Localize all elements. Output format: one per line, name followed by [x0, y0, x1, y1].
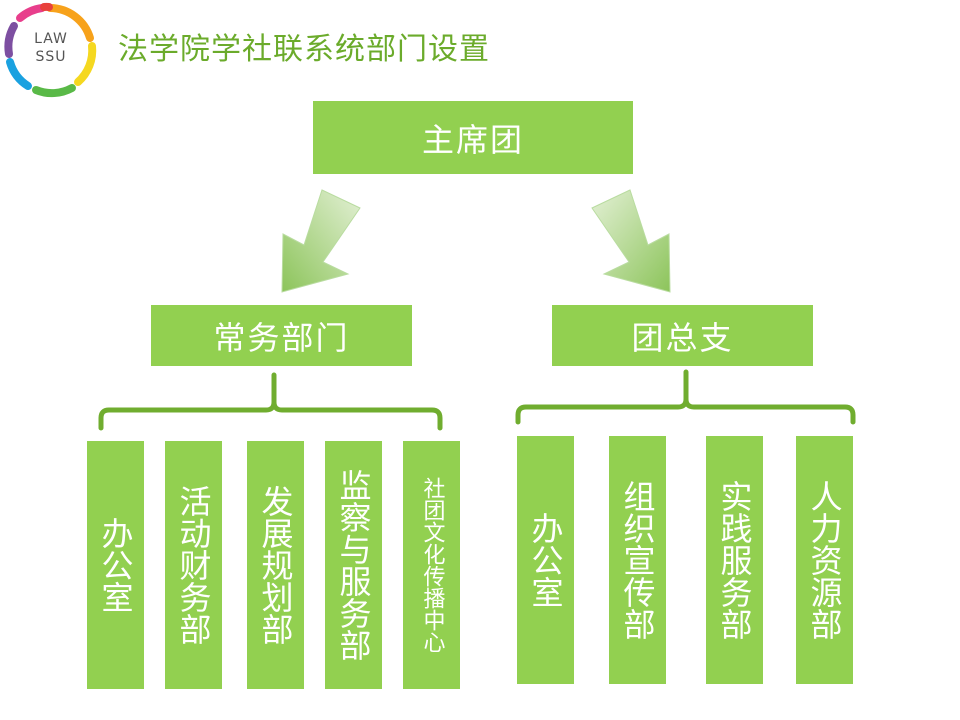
node-branch-standing: 常务部门	[151, 305, 412, 366]
node-league-practice: 实践服务部	[706, 436, 763, 684]
node-league-office: 办公室	[517, 436, 574, 684]
node-league-hr: 人力资源部	[796, 436, 853, 684]
page-title: 法学院学社联系统部门设置	[118, 32, 490, 67]
logo-line-1: LAW	[34, 31, 68, 47]
logo-line-2: SSU	[35, 49, 67, 65]
node-standing-office: 办公室	[87, 441, 144, 689]
arrow-right	[591, 189, 671, 293]
node-standing-development: 发展规划部	[247, 441, 304, 689]
node-league-organization: 组织宣传部	[609, 436, 666, 684]
logo-text: LAW SSU	[20, 30, 82, 66]
node-standing-activity-finance: 活动财务部	[165, 441, 222, 689]
node-branch-league: 团总支	[552, 305, 813, 366]
bracket-right	[515, 369, 856, 425]
node-standing-culture-center: 社团文化传播中心	[403, 441, 460, 689]
node-standing-supervision: 监察与服务部	[325, 441, 382, 689]
arrow-left	[281, 189, 361, 293]
bracket-left	[98, 372, 443, 431]
law-ssu-logo	[4, 2, 97, 98]
node-root: 主席团	[313, 101, 633, 174]
